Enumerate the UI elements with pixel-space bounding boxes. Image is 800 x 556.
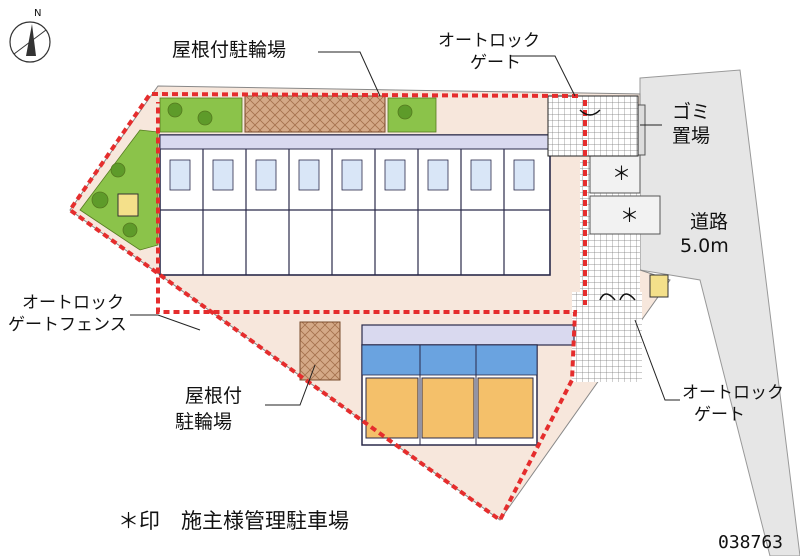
garbage-label-1: ゴミ [672, 101, 710, 123]
lower-building [361, 324, 575, 446]
greenery [79, 97, 437, 251]
bike-parking-left [299, 321, 341, 381]
garbage-label-2: 置場 [672, 125, 710, 147]
autolock-fence [67, 91, 579, 523]
compass-icon: N [9, 8, 51, 63]
road-area [639, 69, 800, 556]
leader-lines [130, 51, 680, 406]
parking-space-2 [589, 195, 661, 235]
bike-parking-top-label: 屋根付駐輪場 [172, 39, 286, 61]
map-code: 038763 [718, 532, 783, 553]
sign-left [117, 193, 139, 217]
main-building [159, 134, 551, 276]
plaza-stairs [572, 292, 642, 382]
gate-block-top [547, 95, 639, 157]
legend-text: ＊印 施主様管理駐車場 [118, 509, 349, 533]
compass-north: N [34, 8, 41, 19]
gate-top-label-2: ゲート [470, 53, 521, 73]
bike-parking-left-label-1: 屋根付 [185, 385, 242, 407]
bike-parking-top [244, 95, 386, 133]
bike-parking-left-label-2: 駐輪場 [175, 411, 232, 433]
gate-icon [579, 109, 636, 301]
parking-space-1 [589, 154, 641, 194]
road-label-1: 道路 [690, 211, 728, 233]
fence-label-1: オートロック [22, 293, 124, 313]
parking-mark-1: ＊ [612, 163, 631, 185]
gate-top-label-1: オートロック [438, 31, 540, 51]
gate-right-label-2: ゲート [694, 405, 745, 425]
road-label-2: 5.0m [680, 235, 729, 257]
fence-label-2: ゲートフェンス [8, 315, 127, 335]
gate-right-label-1: オートロック [682, 383, 784, 403]
sign-right [649, 274, 669, 298]
parking-mark-2: ＊ [620, 205, 639, 227]
